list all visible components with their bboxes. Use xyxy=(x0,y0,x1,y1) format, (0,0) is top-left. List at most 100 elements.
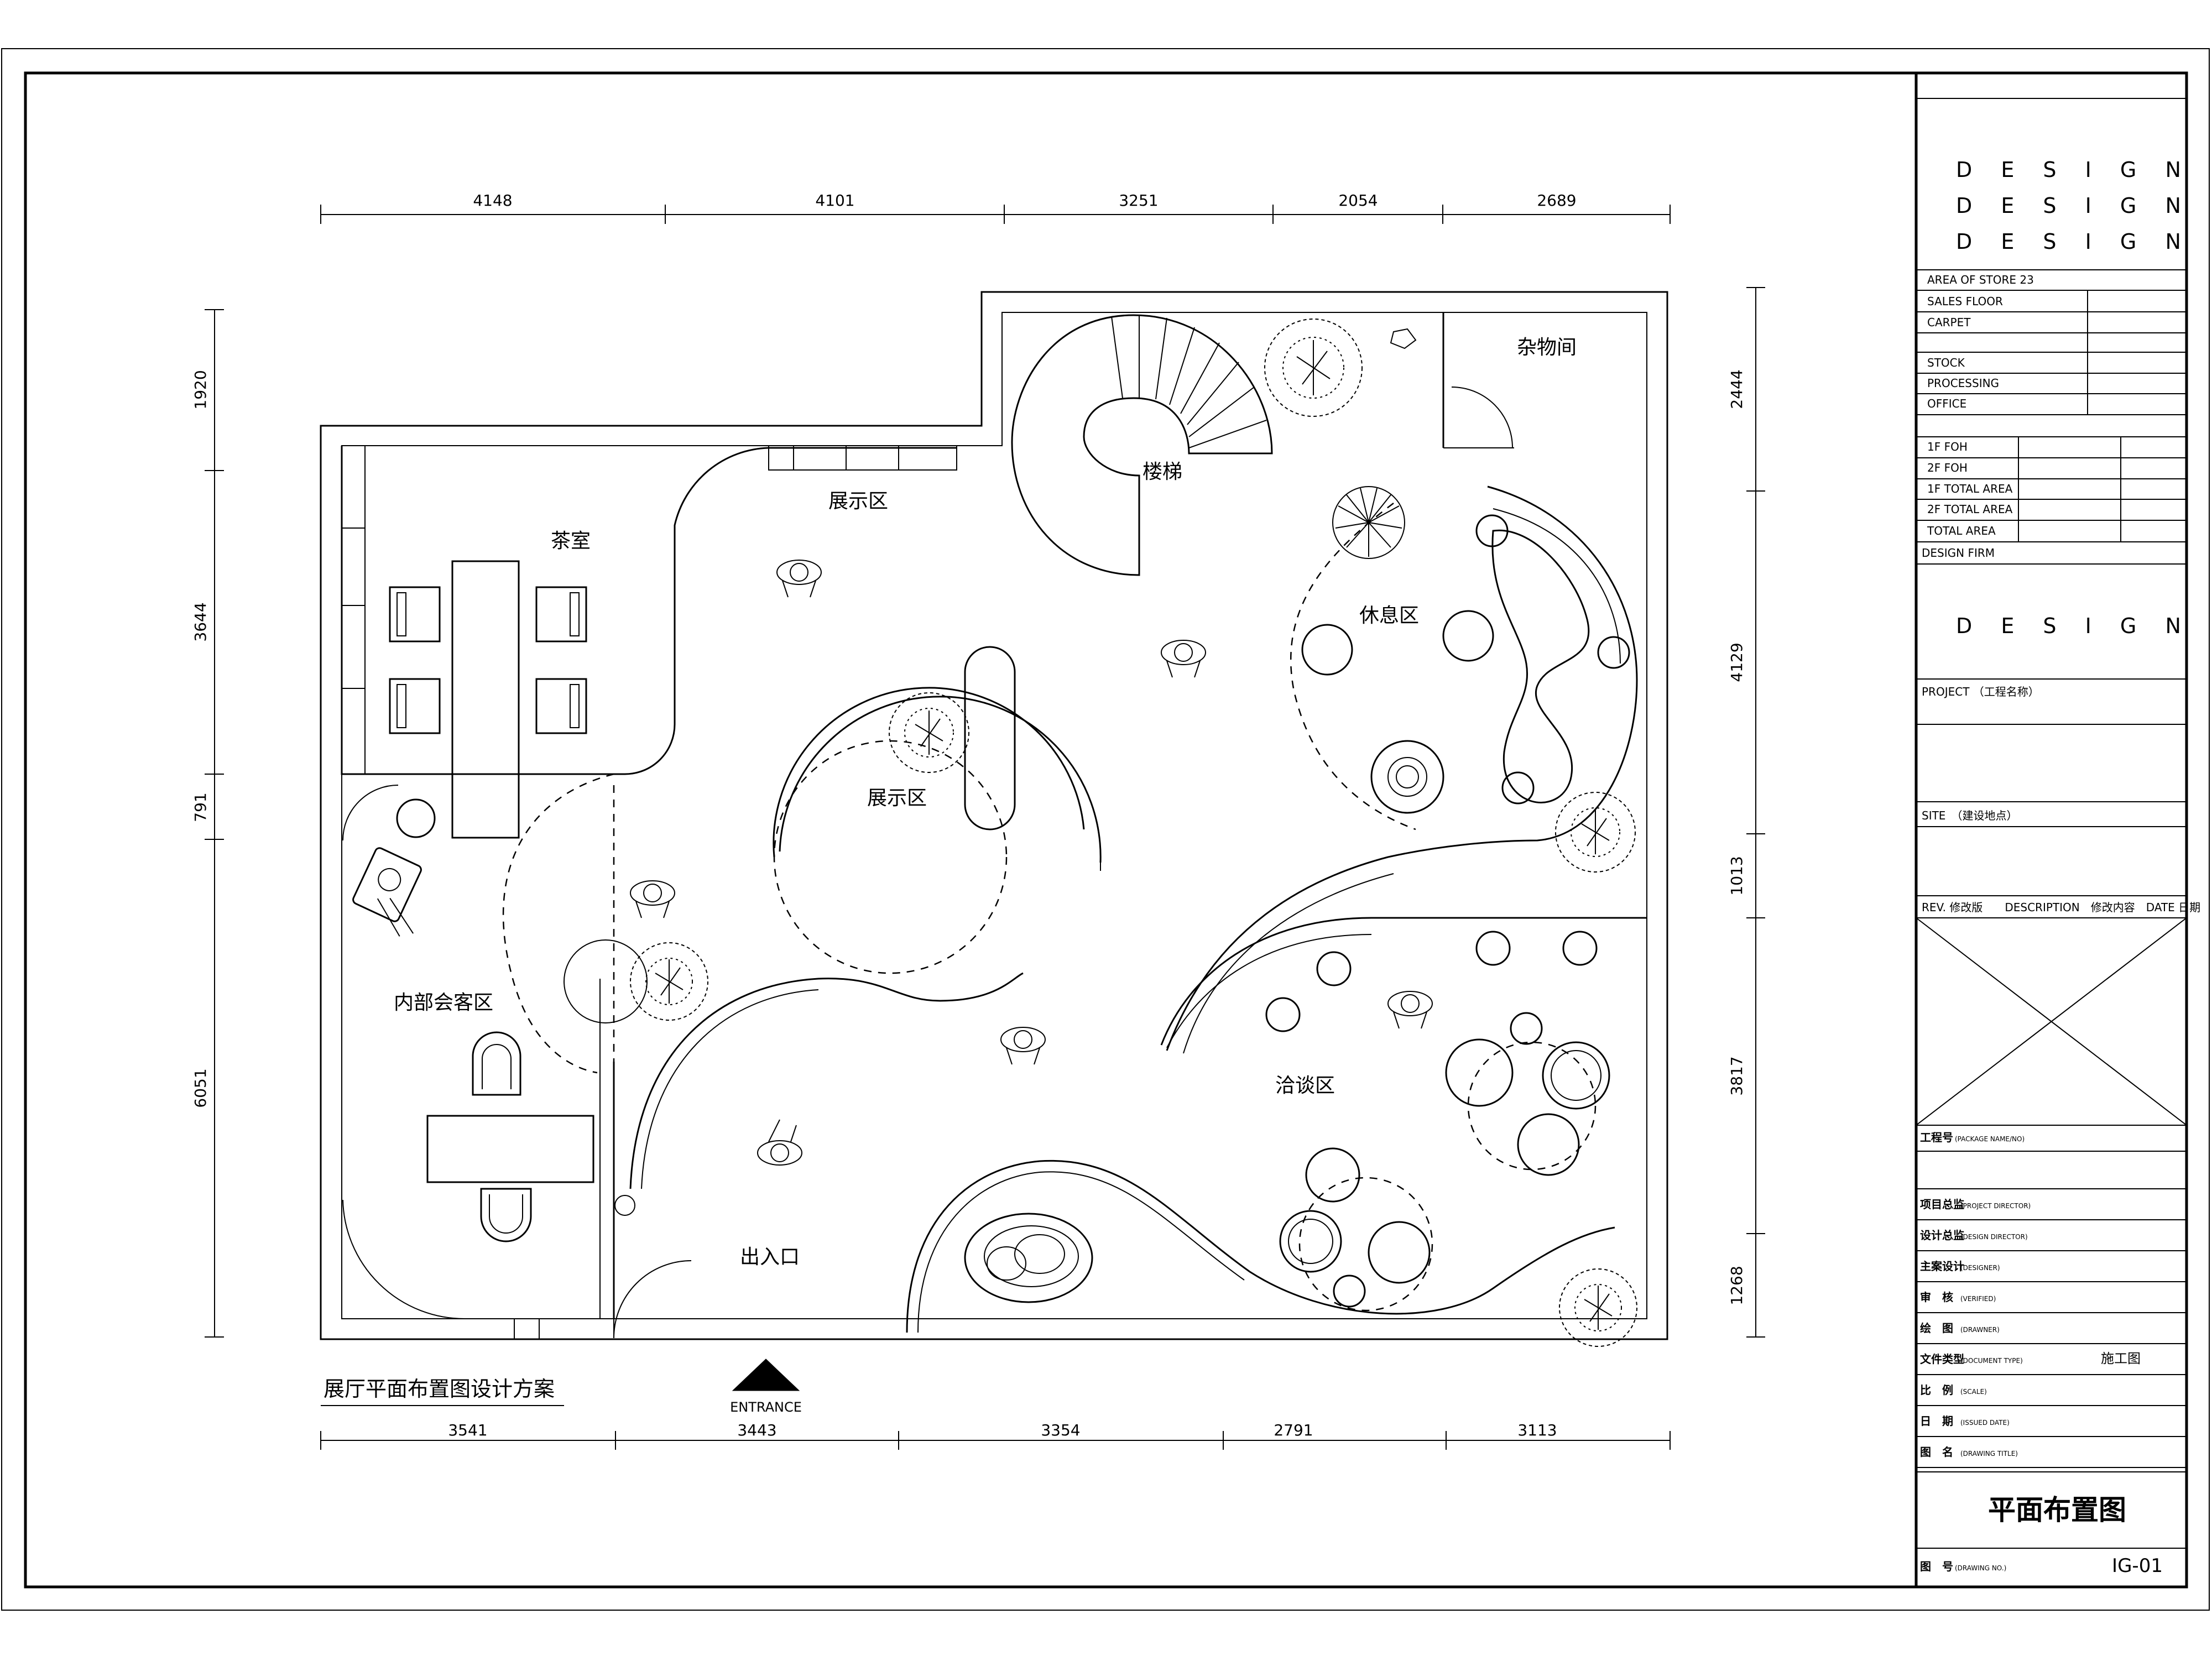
role-row: 主案设计(DESIGNER) xyxy=(1916,1260,2187,1282)
person-icon xyxy=(1161,640,1206,678)
area-row: OFFICE xyxy=(1927,397,1966,410)
dim-top-1: 4148 xyxy=(473,191,512,210)
role-value: 施工图 xyxy=(2101,1351,2141,1366)
brand-line-1: D E S I G N xyxy=(1956,158,2192,182)
people-figures xyxy=(630,560,1433,1166)
dim-bottom-4: 2791 xyxy=(1274,1421,1313,1439)
project-label: PROJECT （工程名称） xyxy=(1922,685,2039,698)
area-row2: TOTAL AREA xyxy=(1927,524,1996,537)
plant-trees xyxy=(630,318,1637,1347)
person-icon xyxy=(776,560,822,598)
area-row: PROCESSING xyxy=(1927,377,1999,390)
tree-icon xyxy=(1264,318,1363,417)
drawing-number: IG-01 xyxy=(2112,1555,2163,1577)
room-label-negotiation: 洽谈区 xyxy=(1275,1074,1335,1097)
tea-room-furniture xyxy=(389,560,587,839)
dim-left-2: 3644 xyxy=(191,602,210,641)
role-label: 文件类型 xyxy=(1920,1352,1964,1366)
drawing-title: 平面布置图 xyxy=(1988,1494,2126,1526)
meeting-chair xyxy=(472,1031,521,1096)
dim-right-2: 4129 xyxy=(1728,643,1746,682)
tree-icon xyxy=(889,692,969,773)
dim-right-1: 2444 xyxy=(1728,369,1746,409)
entrance-arrow-icon xyxy=(732,1359,800,1391)
negotiation-furniture xyxy=(964,931,1610,1308)
role-label-en: (DRAWNER) xyxy=(1960,1326,2000,1334)
role-label-en: (PROJECT DIRECTOR) xyxy=(1960,1202,2031,1210)
person-icon xyxy=(630,880,675,918)
title-block: D E S I G N D E S I G N D E S I G N AREA… xyxy=(1916,98,2200,1189)
drawing-no-label: 图 号 xyxy=(1920,1560,1953,1573)
room-label-stairs: 楼梯 xyxy=(1142,461,1182,483)
dimension-right: 2444 4129 1013 3817 1268 xyxy=(1728,287,1765,1338)
role-row: 图 名(DRAWING TITLE) xyxy=(1916,1445,2187,1468)
revision-header: REV. 修改版 DESCRIPTION 修改内容 DATE 日期 xyxy=(1922,901,2200,914)
room-label-tea-room: 茶室 xyxy=(551,530,591,552)
role-row: 文件类型(DOCUMENT TYPE) 施工图 xyxy=(1916,1351,2187,1375)
site-label: SITE （建设地点） xyxy=(1922,809,2017,822)
room-label-display-top: 展示区 xyxy=(828,490,888,513)
drawing-no-label-en: (DRAWING NO.) xyxy=(1955,1564,2006,1572)
dim-left-3: 791 xyxy=(191,792,210,822)
dim-top-2: 4101 xyxy=(815,191,854,210)
meeting-furniture xyxy=(352,798,594,1242)
role-label: 日 期 xyxy=(1920,1414,1953,1428)
tea-chair xyxy=(535,678,587,734)
role-label-en: (DRAWING TITLE) xyxy=(1960,1450,2018,1458)
person-icon xyxy=(1387,991,1433,1029)
room-label-display-center: 展示区 xyxy=(867,787,927,809)
dimension-left: 1920 3644 791 6051 xyxy=(191,309,224,1338)
inner-frame xyxy=(24,71,2188,1589)
role-label: 主案设计 xyxy=(1920,1260,1964,1273)
tree-icon xyxy=(1559,1268,1637,1347)
drawing-title-block: 平面布置图 图 号 (DRAWING NO.) IG-01 xyxy=(1916,1471,2187,1577)
tree-icon xyxy=(1555,792,1636,873)
tea-table xyxy=(451,560,520,839)
dim-top-5: 2689 xyxy=(1537,191,1576,210)
role-row: 比 例(SCALE) xyxy=(1916,1383,2187,1406)
person-icon xyxy=(1000,1027,1046,1065)
dim-right-3: 1013 xyxy=(1728,856,1746,895)
package-label-en: (PACKAGE NAME/NO) xyxy=(1955,1135,2025,1143)
area-row: SALES FLOOR xyxy=(1927,295,2003,308)
outer-frame xyxy=(1,48,2210,1611)
role-label-en: (VERIFIED) xyxy=(1960,1295,1996,1303)
role-label: 审 核 xyxy=(1920,1291,1953,1304)
building-walls xyxy=(320,291,1668,1340)
drawing-caption: 展厅平面布置图设计方案 xyxy=(324,1377,555,1401)
role-label-en: (DESIGN DIRECTOR) xyxy=(1960,1233,2028,1241)
area-row2: 2F FOH xyxy=(1927,461,1968,474)
center-display-dashed-circle xyxy=(773,740,1008,974)
dim-bottom-2: 3443 xyxy=(737,1421,776,1439)
role-label: 设计总监 xyxy=(1920,1229,1964,1242)
lounge-fountain xyxy=(1370,740,1444,814)
brand-line-2: D E S I G N xyxy=(1956,194,2192,218)
role-row: 日 期 (ISSUED DATE) xyxy=(1916,1414,2187,1437)
room-label-storage: 杂物间 xyxy=(1517,336,1577,359)
area-title: AREA OF STORE 23 xyxy=(1927,273,2034,286)
center-display-plinth xyxy=(964,646,1016,830)
tea-chair xyxy=(389,678,441,734)
role-label-en: (ISSUED DATE) xyxy=(1960,1419,2010,1427)
dim-top-3: 3251 xyxy=(1119,191,1158,210)
spiral-staircase xyxy=(1011,314,1273,576)
dim-top-4: 2054 xyxy=(1338,191,1378,210)
role-label: 绘 图 xyxy=(1920,1322,1953,1335)
revision-box xyxy=(1916,917,2187,1126)
area-row2: 1F FOH xyxy=(1927,440,1968,453)
firm-name: D E S I G N xyxy=(1956,614,2192,638)
tea-chair xyxy=(535,586,587,643)
area-row2: 2F TOTAL AREA xyxy=(1927,503,2013,516)
design-firm-label: DESIGN FIRM xyxy=(1922,546,1995,560)
palm-icon xyxy=(1332,486,1405,559)
dimension-bottom: 3541 3443 3354 2791 3113 xyxy=(320,1421,1671,1450)
dim-left-1: 1920 xyxy=(191,370,210,409)
brand-line-3: D E S I G N xyxy=(1956,229,2192,254)
person-icon xyxy=(757,1119,802,1166)
role-row: 绘 图 (DRAWNER) xyxy=(1916,1322,2187,1344)
role-label-en: (DESIGNER) xyxy=(1960,1264,2000,1272)
area-row2: 1F TOTAL AREA xyxy=(1927,482,2013,495)
role-label-en: (DOCUMENT TYPE) xyxy=(1960,1357,2023,1365)
